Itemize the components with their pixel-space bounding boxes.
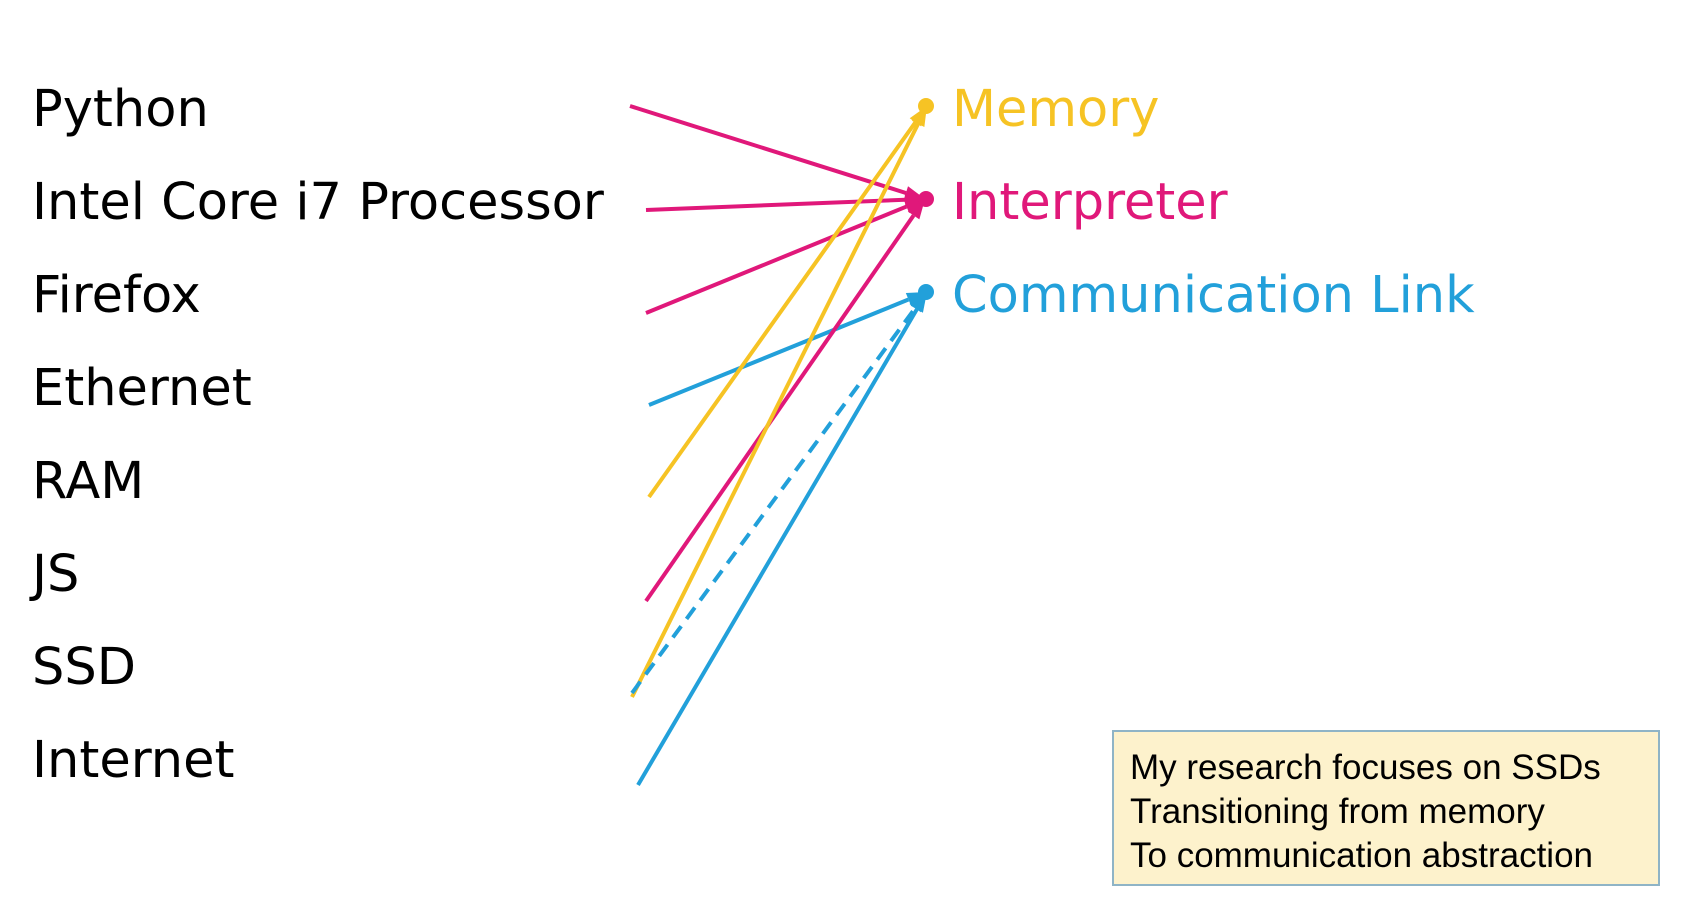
arrow-ram-to-memory xyxy=(647,106,927,499)
left-item-intel-core-i7: Intel Core i7 Processor xyxy=(32,173,604,232)
research-note-box: My research focuses on SSDs Transitionin… xyxy=(1112,730,1660,886)
left-item-firefox: Firefox xyxy=(32,266,201,325)
arrow-python-to-interpreter xyxy=(629,104,925,200)
right-item-memory: Memory xyxy=(952,80,1160,139)
right-item-communication-link: Communication Link xyxy=(952,266,1475,325)
arrow-js-to-interpreter xyxy=(644,199,925,603)
note-line-2: Transitioning from memory xyxy=(1130,792,1545,831)
communication-link-bullet xyxy=(918,284,934,300)
left-item-js: JS xyxy=(32,545,80,604)
interpreter-bullet xyxy=(918,191,934,207)
memory-bullet xyxy=(918,98,934,114)
left-item-ram: RAM xyxy=(32,452,145,511)
left-item-python: Python xyxy=(32,80,209,139)
arrow-internet-to-communication-link xyxy=(636,292,927,787)
left-item-ethernet: Ethernet xyxy=(32,359,252,418)
arrow-ssd-to-memory xyxy=(630,106,927,698)
note-line-1: My research focuses on SSDs xyxy=(1130,748,1601,787)
right-item-interpreter: Interpreter xyxy=(952,173,1228,232)
left-item-ssd: SSD xyxy=(32,638,137,697)
note-line-3: To communication abstraction xyxy=(1130,836,1593,875)
left-item-internet: Internet xyxy=(32,731,235,790)
